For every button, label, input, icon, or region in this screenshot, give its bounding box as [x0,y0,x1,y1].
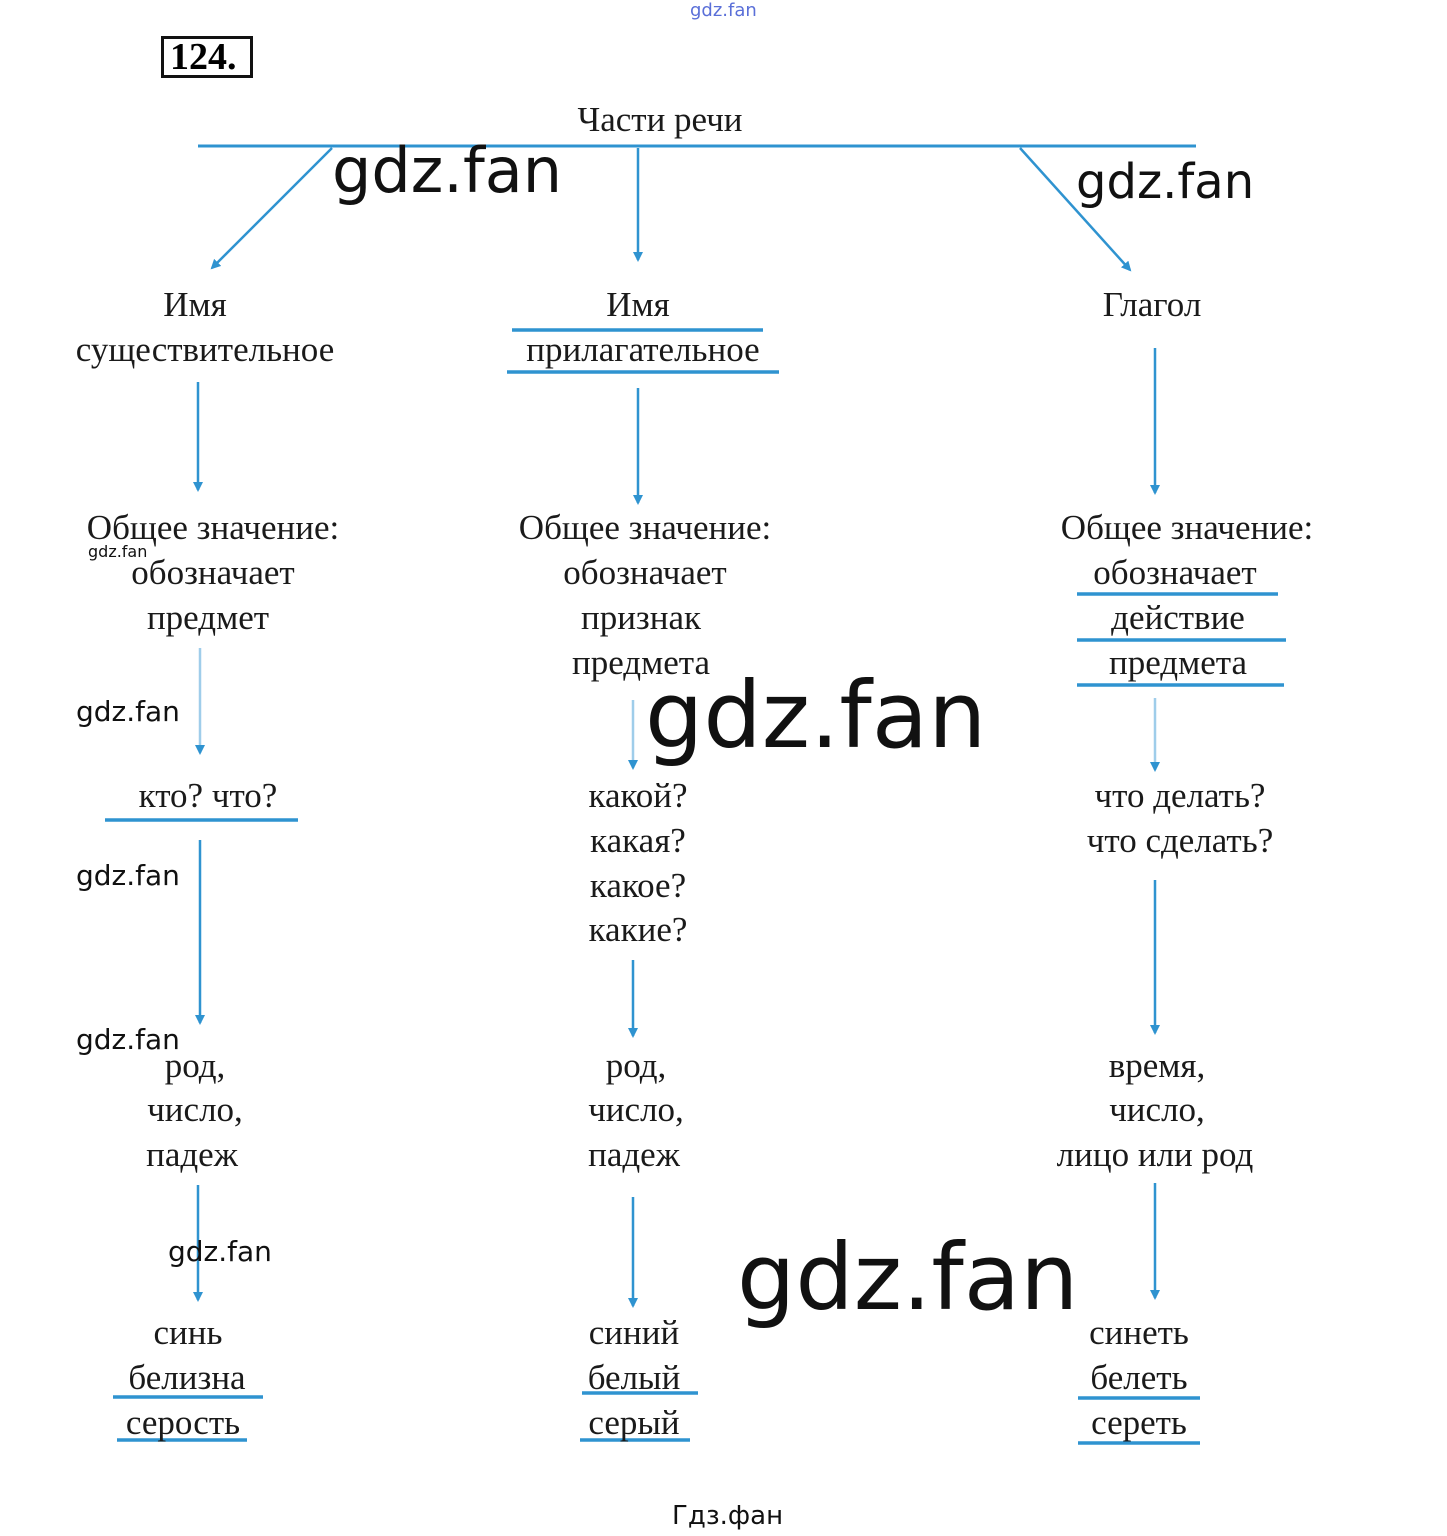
adjective-meaning-line: обозначает [563,553,727,592]
noun-meaning-line: предмет [146,598,270,637]
verb-example: белеть [1090,1358,1188,1397]
verb-feature: число, [1109,1090,1205,1129]
noun-meaning-line: обозначает [131,553,295,592]
adjective-meaning-label: Общее значение: [518,508,772,547]
verb-question: что сделать? [1086,821,1274,860]
adjective-example: синий [588,1313,680,1352]
noun-feature: род, [164,1046,226,1085]
watermark: gdz.fan [88,542,148,561]
watermark: gdz.fan [332,134,563,207]
adjective-question: какой? [588,776,688,815]
noun-example: синь [153,1313,223,1352]
noun-feature: число, [147,1090,243,1129]
noun-feature: падеж [146,1135,238,1174]
adjective-feature: падеж [588,1135,680,1174]
verb-meaning-line: обозначает [1093,553,1257,592]
noun-name-line: существительное [75,330,335,369]
diagram-title: Части речи [577,100,743,139]
verb-meaning-label: Общее значение: [1060,508,1314,547]
watermark: gdz.fan [76,1023,180,1056]
adjective-name-line: прилагательное [526,330,760,369]
watermark-top: gdz.fan [690,0,757,21]
noun-name-line: Имя [163,285,227,324]
noun-example: белизна [128,1358,246,1397]
adjective-meaning-line: признак [580,598,702,637]
adjective-question: какие? [588,910,688,949]
adjective-question: какое? [589,866,687,905]
verb-name-line: Глагол [1102,285,1202,324]
adjective-feature: род, [605,1046,667,1085]
watermark: gdz.fan [76,695,180,728]
noun-example: серость [125,1403,241,1442]
watermark: gdz.fan [1076,154,1255,210]
watermark: gdz.fan [76,859,180,892]
noun-meaning-label: Общее значение: [86,508,340,547]
watermark: gdz.fan [737,1224,1079,1331]
verb-example: сереть [1091,1403,1187,1442]
noun-question: кто? что? [138,776,278,815]
watermark-footer: Гдз.фан [672,1501,784,1531]
adjective-example: белый [587,1358,681,1397]
watermark: gdz.fan [168,1235,272,1268]
adjective-question: какая? [590,821,686,860]
verb-example: синеть [1089,1313,1189,1352]
arrow [210,147,333,270]
adjective-feature: число, [588,1090,684,1129]
adjective-name-line: Имя [606,285,670,324]
adjective-example: серый [588,1403,680,1442]
verb-feature: лицо или род [1056,1135,1254,1174]
watermark: gdz.fan [645,662,987,769]
arrow [1019,147,1132,272]
exercise-number: 124. [161,36,253,78]
verb-meaning-line: предмета [1108,643,1248,682]
verb-meaning-line: действие [1111,598,1245,637]
adjective-meaning-line: предмета [571,643,711,682]
verb-question: что делать? [1094,776,1266,815]
verb-feature: время, [1108,1046,1206,1085]
